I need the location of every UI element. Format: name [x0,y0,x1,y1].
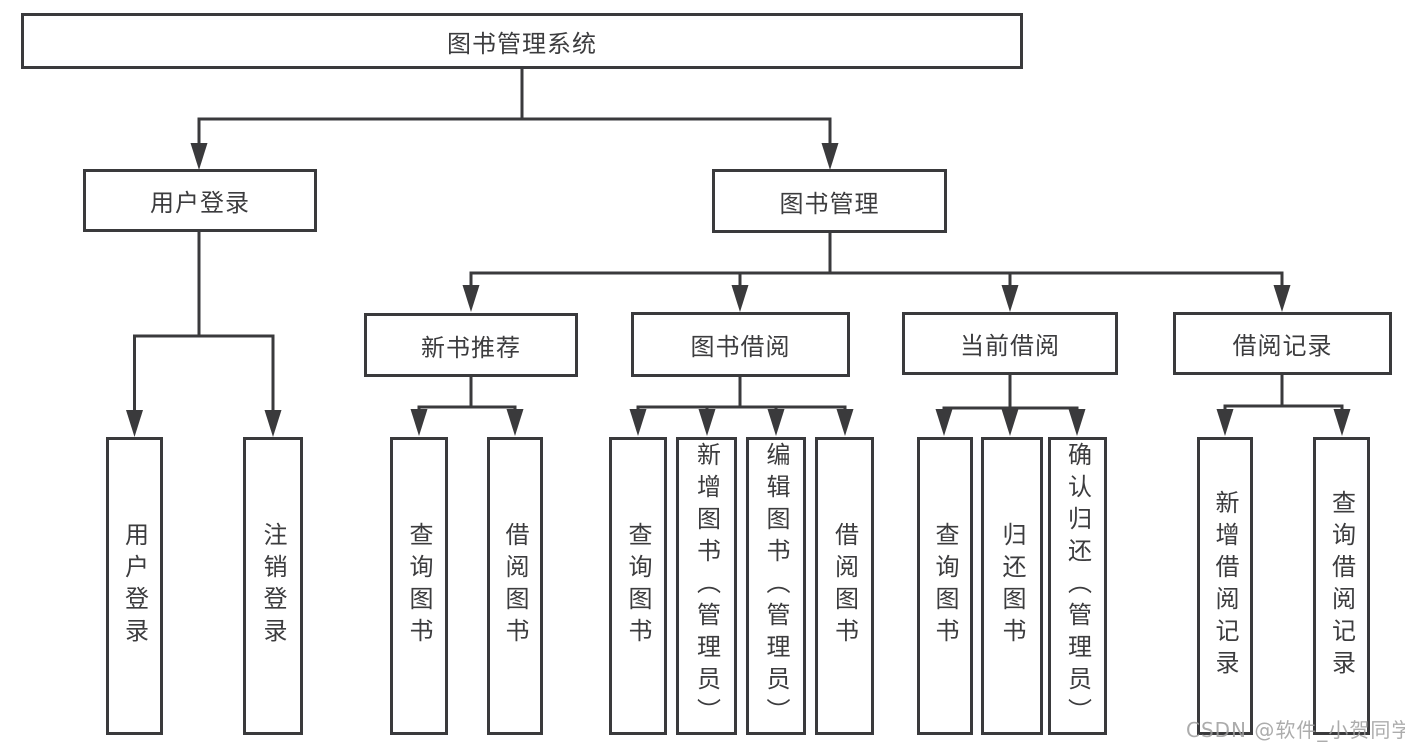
node-user-login-module: 用户登录 [83,169,317,232]
leaf-user-login: 用户登录 [106,437,163,735]
node-label: 查询图书 [931,522,959,650]
node-label: 用户登录 [120,522,149,650]
node-label: 新增借阅记录 [1211,490,1239,682]
node-book-management-module: 图书管理 [712,169,947,233]
connector-newbooks-to-leaves [410,377,524,436]
node-label: 新书推荐 [421,333,521,362]
connector-borrowrecords-to-leaves [1216,375,1351,436]
node-label: 确认归还（管理员） [1063,442,1092,730]
node-label: 注销登录 [259,522,287,650]
node-label: 图书管理系统 [447,29,597,58]
leaf-confirm-return-admin: 确认归还（管理员） [1048,437,1107,735]
node-label: 新增图书（管理员） [692,442,721,730]
node-book-borrowing: 图书借阅 [631,312,850,377]
node-label: 归还图书 [998,522,1026,650]
node-label: 当前借阅 [960,332,1060,360]
node-new-book-recommend: 新书推荐 [364,313,578,377]
connector-currentborrow-to-leaves [935,375,1086,436]
connector-userlogin-to-leaves [126,232,282,437]
node-borrowing-records: 借阅记录 [1173,312,1392,375]
node-label: 查询图书 [624,522,652,650]
leaf-query-borrow-record: 查询借阅记录 [1313,437,1370,735]
leaf-logout: 注销登录 [243,437,303,735]
connector-bookmgmt-to-level2 [462,233,1291,312]
connector-bookborrow-to-leaves [629,377,854,436]
leaf-return-books: 归还图书 [981,437,1043,735]
node-label: 借阅图书 [501,522,529,650]
node-label: 借阅图书 [830,522,859,650]
csdn-watermark: CSDN @软件_小贺同学 [1186,718,1405,742]
node-label: 编辑图书（管理员） [762,442,790,730]
leaf-query-books-2: 查询图书 [609,437,667,735]
leaf-edit-books-admin: 编辑图书（管理员） [746,437,806,735]
leaf-borrow-books-2: 借阅图书 [815,437,874,735]
leaf-query-books-1: 查询图书 [390,437,448,735]
node-label: 借阅记录 [1232,332,1333,360]
node-label: 图书借阅 [690,333,791,361]
leaf-query-books-3: 查询图书 [917,437,973,735]
node-label: 查询图书 [405,522,433,650]
connector-root-to-level1 [190,69,839,170]
node-current-borrowing: 当前借阅 [902,312,1118,375]
leaf-add-borrow-record: 新增借阅记录 [1197,437,1253,735]
node-label: 用户登录 [150,189,250,217]
leaf-add-books-admin: 新增图书（管理员） [676,437,737,735]
node-label: 查询借阅记录 [1327,490,1356,682]
node-library-management-system: 图书管理系统 [21,13,1023,69]
leaf-borrow-books-1: 借阅图书 [487,437,543,735]
node-label: 图书管理 [779,189,880,218]
